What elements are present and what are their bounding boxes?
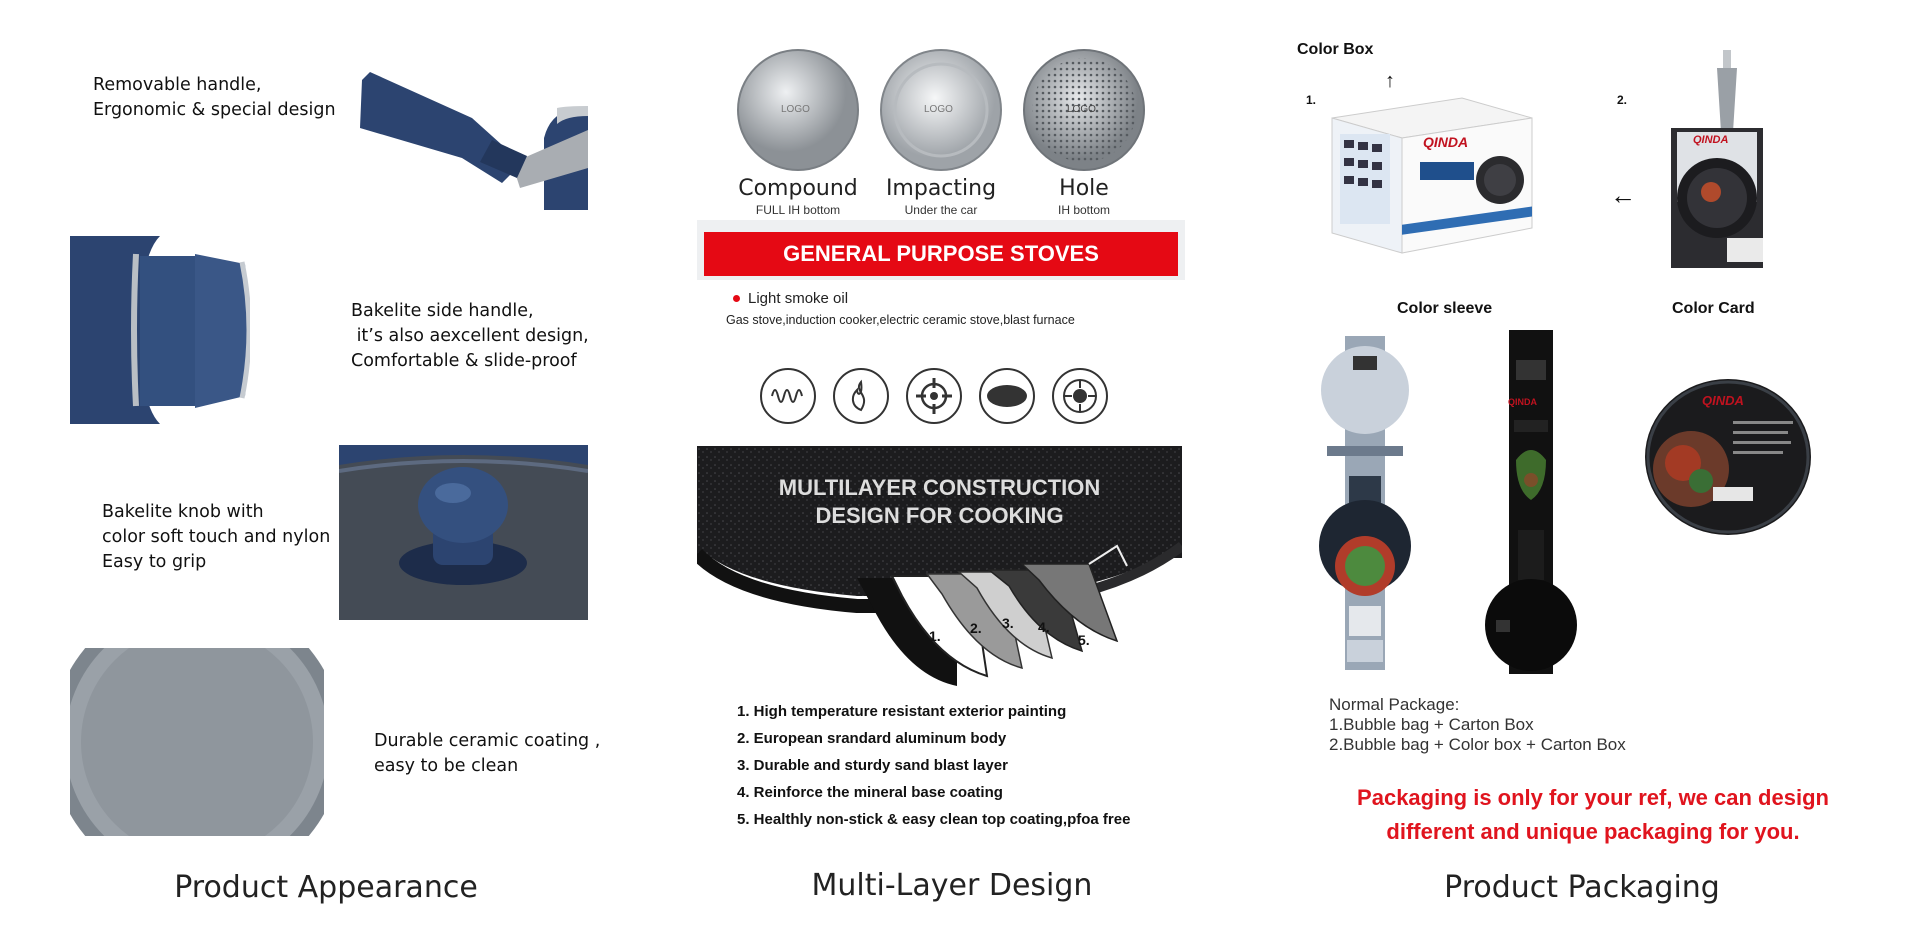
layer-marker-2: 2. (970, 620, 982, 636)
disc-impacting-logo: LOGO (924, 104, 953, 115)
disc-impacting-image (879, 48, 1003, 172)
color-sleeve-grey-image (1317, 336, 1413, 670)
packaging-note-line1: Packaging is only for your ref, we can d… (1357, 785, 1829, 810)
construction-title: MULTILAYER CONSTRUCTION DESIGN FOR COOKI… (697, 474, 1182, 530)
electric-plate-icon (979, 368, 1035, 424)
normal-package-title: Normal Package: (1329, 695, 1460, 714)
induction-coil-icon (760, 368, 816, 424)
layer-item: 4. Reinforce the mineral base coating (737, 784, 1003, 801)
gas-flame-icon (833, 368, 889, 424)
ceramic-hob-icon (1052, 368, 1108, 424)
color-box-brand: QINDA (1423, 134, 1469, 150)
stoves-line: Gas stove,induction cooker,electric cera… (726, 313, 1075, 327)
bullet-dot-icon (733, 295, 740, 302)
construction-title-line2: DESIGN FOR COOKING (815, 503, 1064, 528)
layer-marker-4: 4. (1038, 619, 1050, 635)
feature-removable-handle: Removable handle, Ergonomic & special de… (93, 75, 336, 120)
disc-hole-sub: IH bottom (1057, 203, 1111, 217)
color-box-title: Color Box (1297, 41, 1374, 58)
disc-compound-logo: LOGO (781, 104, 810, 115)
color-card-title: Color Card (1672, 300, 1755, 317)
normal-package-option-1: 1.Bubble bag + Carton Box (1329, 715, 1534, 734)
color-sleeve-black-image (1476, 330, 1586, 674)
layer-item: 1. High temperature resistant exterior p… (737, 703, 1067, 720)
package-number-2: 2. (1617, 93, 1628, 107)
arrow-up-icon: ↑ (1385, 70, 1395, 92)
gas-burner-icon (906, 368, 962, 424)
package-number-1: 1. (1306, 93, 1317, 107)
layer-item: 2. European srandard aluminum body (737, 730, 1007, 747)
ceramic-pan-photo (51, 596, 343, 888)
normal-package-block: Normal Package: 1.Bubble bag + Carton Bo… (1329, 695, 1626, 755)
color-card-brand: QINDA (1702, 393, 1744, 408)
normal-package-option-2: 2.Bubble bag + Color box + Carton Box (1329, 735, 1626, 754)
construction-title-line1: MULTILAYER CONSTRUCTION (778, 475, 1101, 500)
packaging-note-line2: different and unique packaging for you. (1386, 819, 1800, 844)
feature-bakelite-knob: Bakelite knob with color soft touch and … (102, 502, 331, 572)
disc-compound-sub: FULL IH bottom (755, 203, 841, 217)
disc-hole-image (1022, 48, 1146, 172)
layer-item: 5. Healthly non-stick & easy clean top c… (737, 811, 1131, 828)
sleeve-brand: QINDA (1508, 397, 1537, 407)
removable-handle-photo (352, 68, 588, 210)
feature-ceramic-coating: Durable ceramic coating , easy to be cle… (374, 731, 601, 776)
layer-list: 1. High temperature resistant exterior p… (737, 698, 1130, 833)
light-smoke-oil: Light smoke oil (748, 290, 849, 307)
side-handle-photo (70, 236, 252, 424)
general-purpose-stoves-banner: GENERAL PURPOSE STOVES (704, 232, 1178, 276)
disc-compound-label: Compound (738, 176, 858, 201)
layer-item: 3. Durable and sturdy sand blast layer (737, 757, 1008, 774)
window-box-image (1667, 48, 1767, 274)
knob-photo (338, 445, 589, 620)
color-card-image (1643, 377, 1813, 537)
packaging-note: Packaging is only for your ref, we can d… (1303, 781, 1883, 849)
disc-hole-logo: LOGO (1067, 104, 1096, 115)
disc-hole-label: Hole (1059, 176, 1109, 201)
feature-side-handle: Bakelite side handle, it’s also aexcelle… (351, 301, 589, 371)
window-box-brand: QINDA (1693, 134, 1729, 146)
multilayer-construction-image (691, 446, 1186, 686)
layer-marker-3: 3. (1002, 615, 1014, 631)
disc-impacting-sub: Under the car (904, 203, 978, 217)
color-box-image (1322, 88, 1544, 258)
layer-marker-5: 5. (1078, 632, 1090, 648)
disc-compound-image (736, 48, 860, 172)
layer-marker-1: 1. (929, 628, 941, 644)
caption-multi-layer-design: Multi-Layer Design (811, 868, 1093, 903)
color-sleeve-title: Color sleeve (1397, 300, 1493, 317)
disc-impacting-label: Impacting (885, 176, 997, 201)
caption-product-appearance: Product Appearance (174, 870, 478, 905)
arrow-left-icon: ← (1610, 180, 1636, 210)
caption-product-packaging: Product Packaging (1444, 870, 1720, 905)
